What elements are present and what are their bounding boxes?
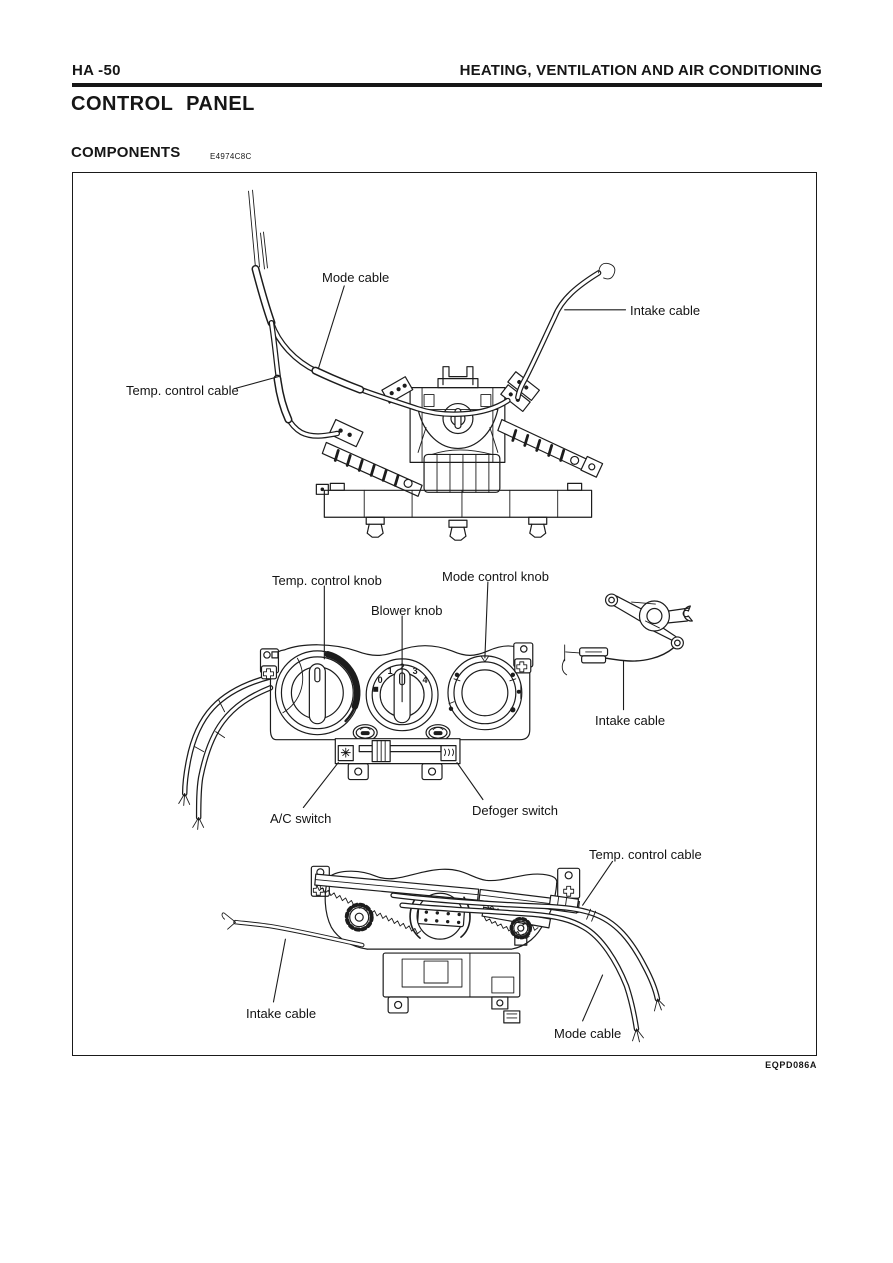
label-intake-cable-top-view: Intake cable [246, 1006, 317, 1021]
page-ref: HA -50 [72, 62, 121, 79]
front-panel-diagram: 0 1 2 3 4 [178, 593, 693, 830]
label-mode-cable-top-view: Mode cable [554, 1026, 622, 1041]
rear-left-rail-drawing [321, 418, 423, 497]
ac-switch-drawing [337, 745, 354, 762]
temp-control-knob-drawing [274, 650, 361, 736]
leader-lines [234, 285, 627, 1022]
switch-tray-drawing [334, 738, 461, 781]
figure-code: EQPD086A [765, 1060, 817, 1070]
panel-harness-cables-drawing [178, 674, 274, 830]
components-code: E4974C8C [210, 152, 252, 161]
rear-base-drawing [315, 449, 593, 541]
intake-cable-lever-drawing [561, 593, 693, 676]
components-diagram-art: 0 1 2 3 4 [178, 189, 693, 1043]
top-view-cables-drawing [221, 892, 665, 1043]
label-blower-knob: Blower knob [371, 603, 443, 618]
header-rule [72, 83, 822, 87]
components-figure: 0 1 2 3 4 [72, 172, 817, 1056]
section-title: CONTROL PANEL [71, 93, 255, 115]
rear-right-rail-drawing [497, 418, 604, 478]
defoger-switch-drawing [440, 745, 457, 762]
label-intake-cable-panel: Intake cable [595, 713, 666, 728]
top-view-diagram [221, 865, 665, 1043]
mode-control-knob-drawing [447, 655, 523, 731]
blower-scale-3: 3 [413, 666, 418, 676]
label-temp-control-cable-rear: Temp. control cable [126, 383, 239, 398]
label-temp-control-cable-top: Temp. control cable [589, 847, 702, 862]
components-heading: COMPONENTS [71, 144, 181, 161]
rear-cables-drawing [248, 189, 616, 439]
blower-scale-0: 0 [378, 675, 383, 685]
blower-scale-4: 4 [423, 675, 428, 685]
label-mode-cable-rear: Mode cable [322, 270, 390, 285]
chapter-title: HEATING, VENTILATION AND AIR CONDITIONIN… [459, 62, 822, 79]
label-defoger-switch: Defoger switch [472, 803, 558, 818]
label-temp-control-knob: Temp. control knob [272, 573, 382, 588]
label-intake-cable-rear: Intake cable [630, 303, 701, 318]
panel-body-drawing [259, 642, 534, 741]
top-view-bracket-drawing [382, 952, 521, 1024]
label-mode-control-knob: Mode control knob [442, 569, 549, 584]
blower-scale-1: 1 [388, 666, 393, 676]
rear-view-diagram [248, 189, 616, 541]
label-ac-switch: A/C switch [270, 811, 332, 826]
